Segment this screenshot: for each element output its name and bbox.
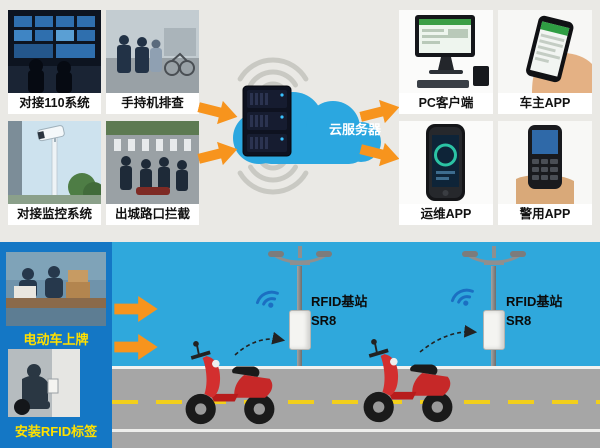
label-monitoring-system: 对接监控系统 xyxy=(8,204,101,225)
arrow-right-top-icon xyxy=(359,99,400,124)
station-1-model: SR8 xyxy=(311,313,337,328)
cell-monitoring-system: 对接监控系统 xyxy=(8,121,101,225)
arrow-right-bottom-icon xyxy=(359,142,400,167)
photo-road-interception xyxy=(106,121,199,204)
label-ops-app: 运维APP xyxy=(399,204,493,225)
scooter-2-icon xyxy=(363,338,453,423)
cell-owner-app: 车主APP xyxy=(498,10,592,114)
wifi-icon-2 xyxy=(450,288,474,306)
bottom-left-panel: 电动车上牌 安装RFID标签 xyxy=(0,242,112,448)
station-2-model: SR8 xyxy=(506,313,532,328)
photo-control-room xyxy=(8,10,101,93)
photo-surveillance-camera xyxy=(8,121,101,204)
signal-arcs-bottom xyxy=(237,158,309,195)
photo-handheld-inspection xyxy=(106,10,199,93)
station-2-name: RFID基站 xyxy=(506,294,563,309)
road-center-dash-line xyxy=(112,400,600,404)
rfid-station-1-label: RFID基站 SR8 xyxy=(311,292,387,330)
wifi-icon-1 xyxy=(255,290,279,308)
street-lamp-1-icon xyxy=(268,246,332,265)
cell-ops-app: 运维APP xyxy=(399,121,493,225)
rfid-station-2-label: RFID基站 SR8 xyxy=(506,292,582,330)
label-handheld-inspection: 手持机排查 xyxy=(106,93,199,114)
station-1-name: RFID基站 xyxy=(311,294,368,309)
cell-110-system: 对接110系统 xyxy=(8,10,101,114)
label-pc-client: PC客户端 xyxy=(399,93,493,114)
photo-police-app xyxy=(498,121,592,204)
photo-pc-client xyxy=(399,10,493,93)
cloud-server-label: 云服务器 xyxy=(328,122,381,137)
cell-police-app: 警用APP xyxy=(498,121,592,225)
top-section: 对接110系统 手持机排查 对接监控系统 出城路口拦截 xyxy=(8,10,592,225)
process-arrow-1-icon xyxy=(114,296,158,322)
scooter-1-icon xyxy=(185,340,275,425)
label-110-system: 对接110系统 xyxy=(8,93,101,114)
cell-road-interception: 出城路口拦截 xyxy=(106,121,199,225)
server-rack-icon xyxy=(242,85,292,157)
arrow-left-bottom-icon xyxy=(197,141,238,166)
photo-ops-app xyxy=(399,121,493,204)
rfid-station-2 xyxy=(483,310,505,350)
cell-pc-client: PC客户端 xyxy=(399,10,493,114)
label-rfid-tag-install: 安装RFID标签 xyxy=(14,424,98,439)
label-police-app: 警用APP xyxy=(498,204,592,225)
label-ebike-registration: 电动车上牌 xyxy=(23,332,89,347)
photo-ebike-registration xyxy=(6,252,106,326)
photo-rfid-tag-install xyxy=(8,349,80,417)
street-lamp-2-icon xyxy=(462,246,526,265)
label-owner-app: 车主APP xyxy=(498,93,592,114)
photo-owner-app xyxy=(498,10,592,93)
arrow-left-top-icon xyxy=(197,100,238,125)
label-road-interception: 出城路口拦截 xyxy=(106,204,199,225)
cloud-server-graphic xyxy=(233,57,381,195)
cell-handheld-inspection: 手持机排查 xyxy=(106,10,199,114)
process-arrow-2-icon xyxy=(114,334,158,360)
rfid-station-1 xyxy=(289,310,311,350)
road-lane-line xyxy=(112,429,600,432)
